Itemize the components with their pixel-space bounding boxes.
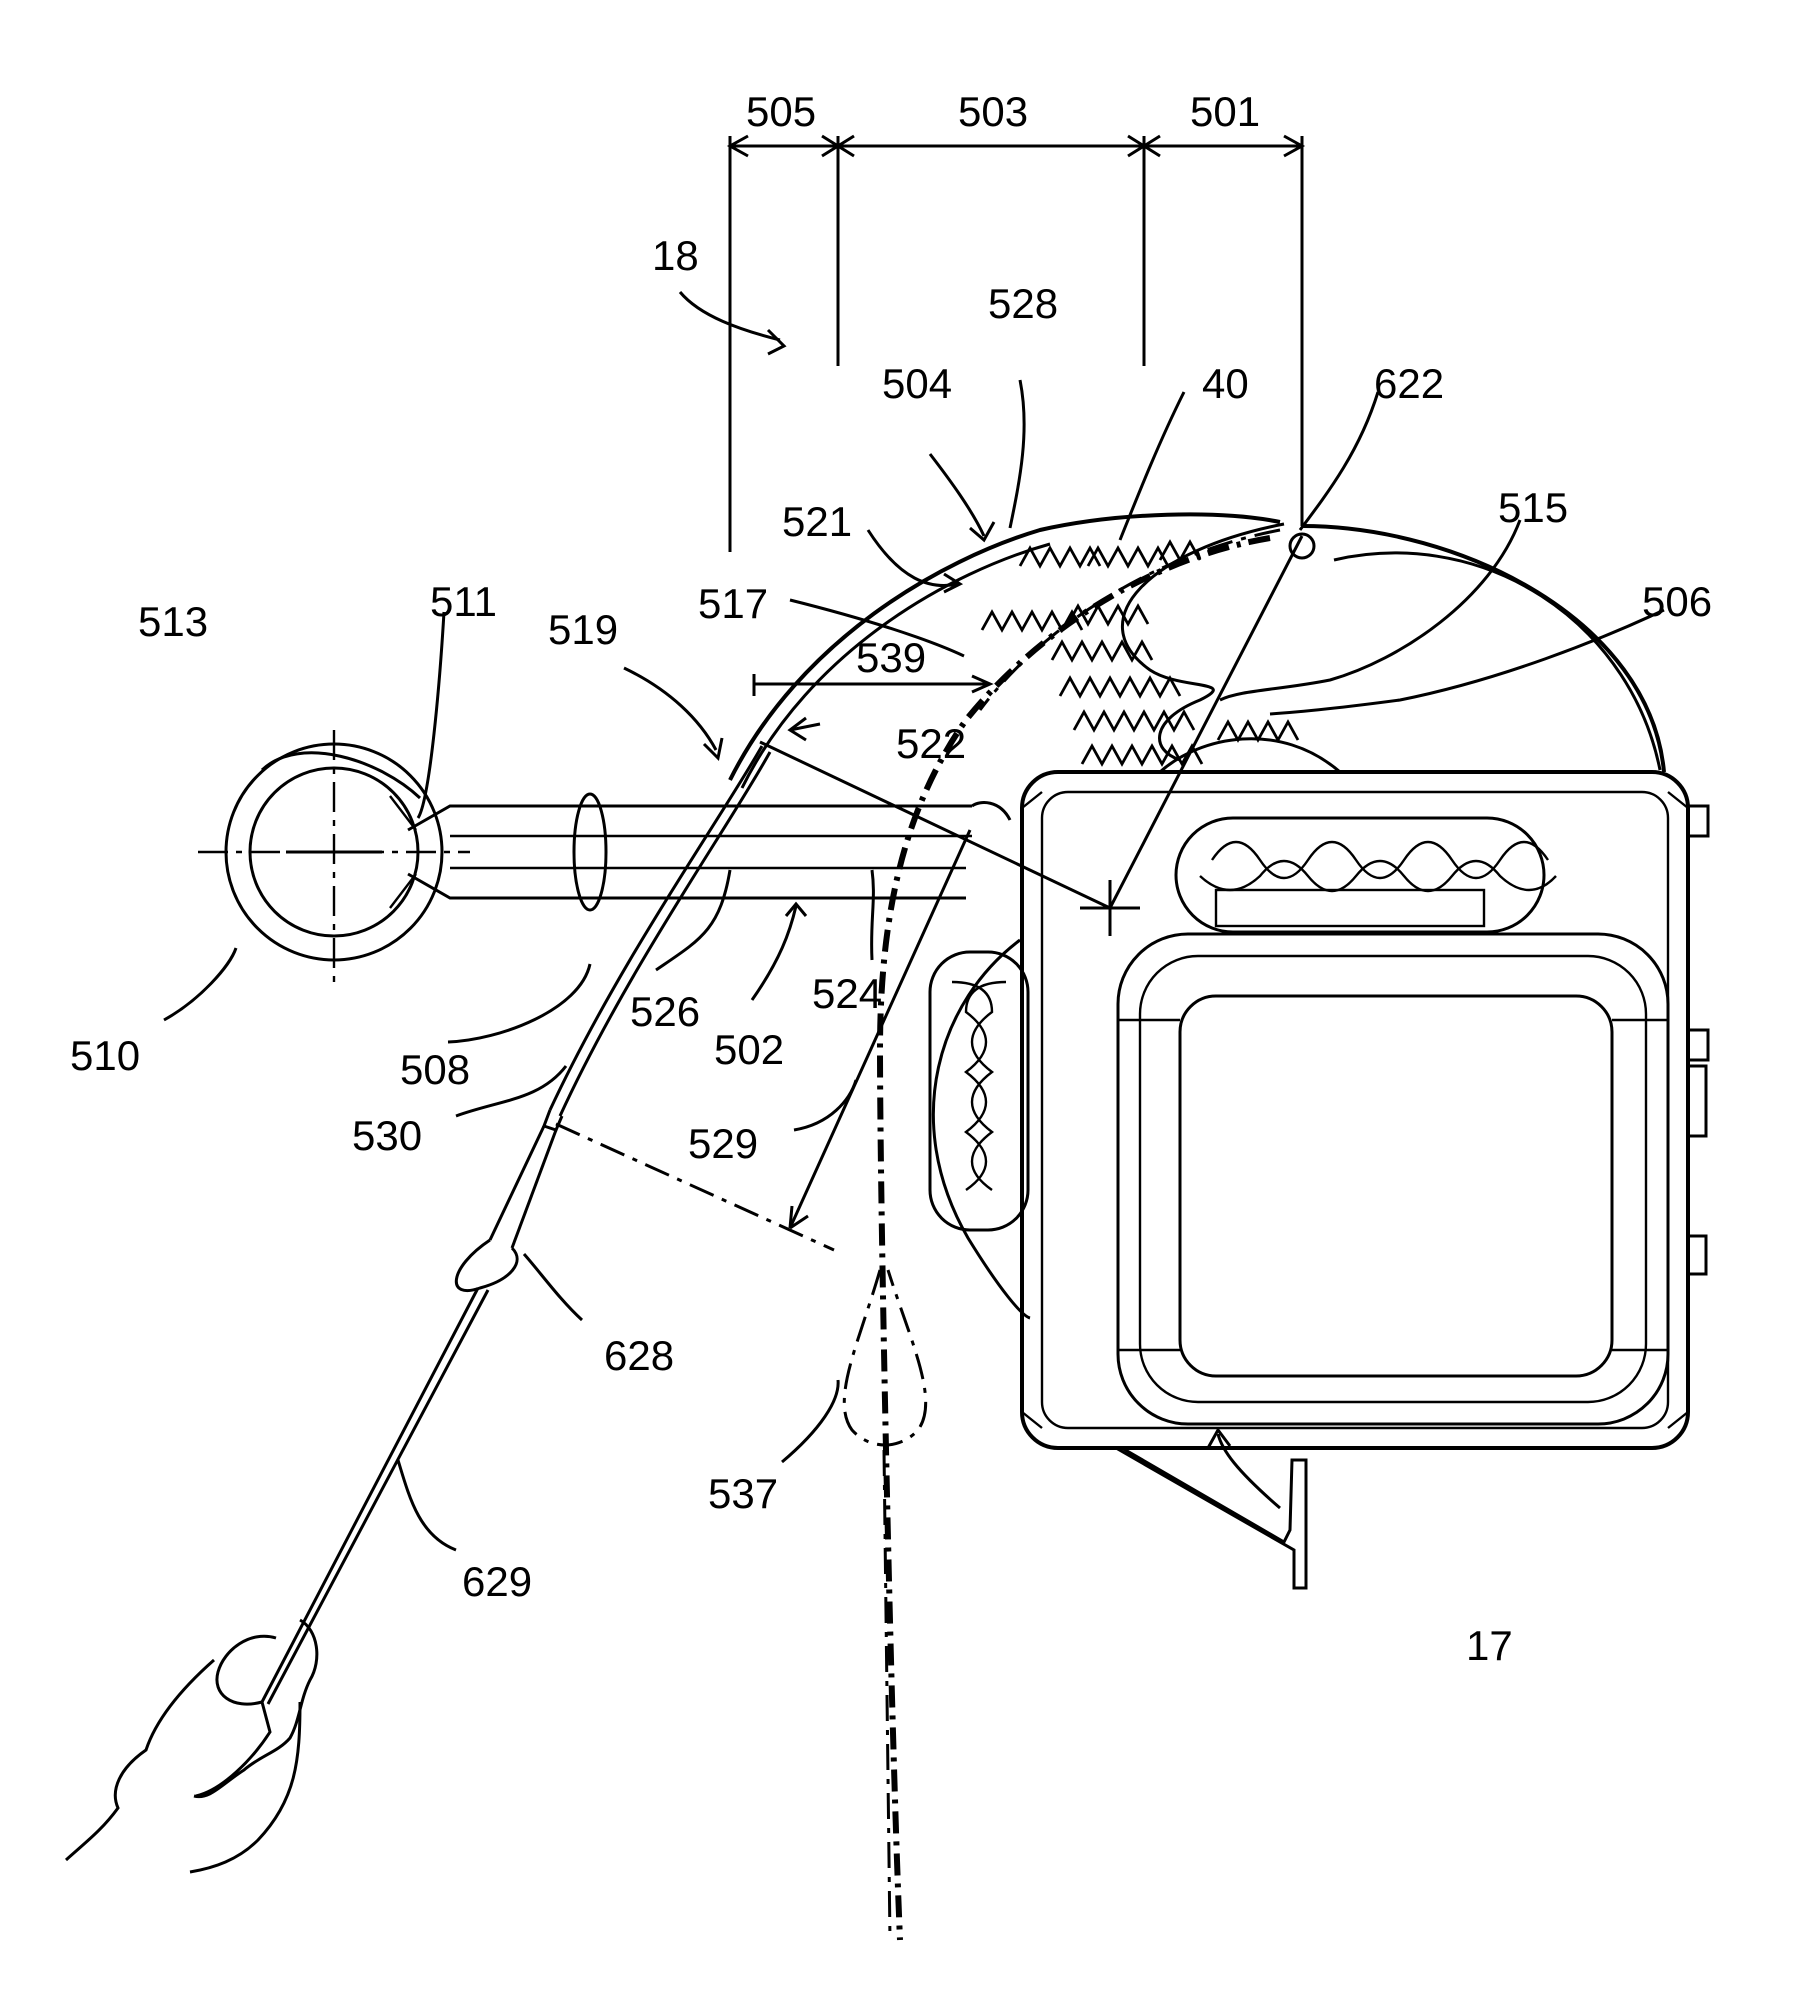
label-524: 524 xyxy=(812,970,882,1017)
label-18: 18 xyxy=(652,232,699,279)
label-629: 629 xyxy=(462,1558,532,1605)
label-530: 530 xyxy=(352,1112,422,1159)
label-539: 539 xyxy=(856,634,926,681)
label-505: 505 xyxy=(746,88,816,135)
label-517: 517 xyxy=(698,580,768,627)
label-622: 622 xyxy=(1374,360,1444,407)
label-537: 537 xyxy=(708,1470,778,1517)
label-508: 508 xyxy=(400,1046,470,1093)
arc-shield xyxy=(730,514,1302,1940)
reference-labels: 505 503 501 18 528 504 40 622 521 515 50… xyxy=(70,88,1712,1669)
label-510: 510 xyxy=(70,1032,140,1079)
leader-lines xyxy=(164,292,1664,1550)
label-501: 501 xyxy=(1190,88,1260,135)
label-503: 503 xyxy=(958,88,1028,135)
label-519: 519 xyxy=(548,606,618,653)
label-628: 628 xyxy=(604,1332,674,1379)
label-528: 528 xyxy=(988,280,1058,327)
label-521: 521 xyxy=(782,498,852,545)
device-body xyxy=(930,772,1708,1588)
label-506: 506 xyxy=(1642,578,1712,625)
label-515: 515 xyxy=(1498,484,1568,531)
label-40: 40 xyxy=(1202,360,1249,407)
hand xyxy=(66,1620,317,1872)
label-522: 522 xyxy=(896,720,966,767)
label-17: 17 xyxy=(1466,1622,1513,1669)
label-502: 502 xyxy=(714,1026,784,1073)
label-511: 511 xyxy=(430,578,497,625)
label-529: 529 xyxy=(688,1120,758,1167)
label-513: 513 xyxy=(138,598,208,645)
label-526: 526 xyxy=(630,988,700,1035)
label-504: 504 xyxy=(882,360,952,407)
